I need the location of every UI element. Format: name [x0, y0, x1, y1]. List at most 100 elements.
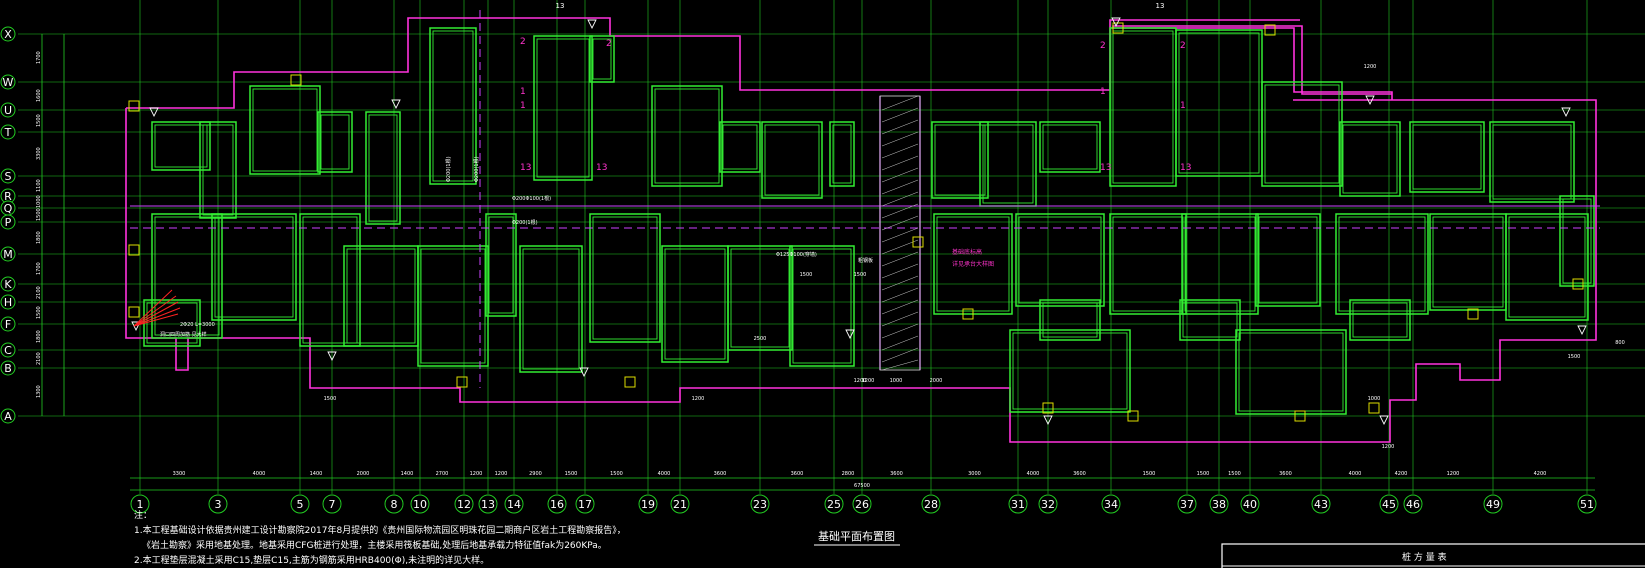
bottom-dimension: 3600	[890, 471, 903, 477]
column-axis-label: 23	[753, 498, 767, 511]
elevation-marker	[1111, 17, 1121, 28]
bottom-dimension: 1400	[401, 471, 414, 477]
section-mark: 2	[520, 37, 526, 47]
row-axis-label: T	[4, 126, 12, 139]
column-axis-bubble	[1403, 494, 1423, 514]
left-dimension: 1300	[36, 385, 42, 398]
local-dimension: 1000	[1368, 396, 1381, 402]
bottom-dimension: 3600	[1279, 471, 1292, 477]
post-cast-strip-rect	[879, 95, 921, 371]
row-axis-label: K	[4, 278, 12, 291]
column-axis-bubble	[852, 494, 872, 514]
column-axis-label: 7	[329, 498, 336, 511]
wall-segment-inner	[146, 302, 198, 344]
row-axis-label: R	[4, 190, 12, 203]
local-dimension: 1500	[324, 396, 337, 402]
wall-segment	[1255, 213, 1321, 307]
wall-segment-inner	[1178, 32, 1260, 174]
bottom-dimension: 3600	[791, 471, 804, 477]
pile-square	[962, 308, 974, 320]
rebar-line	[133, 289, 173, 327]
wall-segment-inner	[1342, 124, 1398, 194]
wall-segment-inner	[368, 114, 398, 222]
rebar-line	[133, 307, 181, 327]
hatch-line	[881, 203, 919, 219]
hatch-line	[881, 143, 919, 159]
wall-segment-inner	[1184, 216, 1256, 312]
left-dimension: 1000	[36, 195, 42, 208]
row-axis-bubble	[0, 246, 16, 262]
wall-segment	[727, 245, 793, 351]
section-mark: 1	[1100, 87, 1106, 97]
local-dimension: 1500	[800, 272, 813, 278]
row-axis-bubble	[0, 342, 16, 358]
wall-segment-inner	[982, 124, 1034, 204]
left-dimension: 3300	[36, 147, 42, 160]
row-axis-bubble	[0, 102, 16, 118]
wall-segment-inner	[1264, 84, 1340, 184]
bottom-dimension: 1200	[495, 471, 508, 477]
wall-segment-inner	[1182, 302, 1238, 338]
column-axis-label: 34	[1104, 498, 1118, 511]
bottom-dimension: 1400	[310, 471, 323, 477]
elevation-marker	[1365, 95, 1375, 106]
column-axis-bubble	[322, 494, 342, 514]
section-mark: 1	[520, 87, 526, 97]
pile-square	[1042, 402, 1054, 414]
wall-segment-inner	[764, 124, 820, 196]
bottom-dimension: 3600	[1073, 471, 1086, 477]
row-axis-bubble	[0, 360, 16, 376]
column-axis-bubble	[638, 494, 658, 514]
pile-square	[1127, 410, 1139, 422]
column-axis-label: 26	[855, 498, 869, 511]
column-axis-label: 1	[137, 498, 144, 511]
wall-segment	[429, 27, 477, 185]
elevation-marker	[1043, 415, 1053, 426]
column-axis-label: 12	[457, 498, 471, 511]
bottom-dimension: 1500	[1228, 471, 1241, 477]
wall-segment	[761, 121, 823, 199]
column-axis-label: 3	[215, 498, 222, 511]
left-dimension: 1600	[36, 89, 42, 102]
local-dimension: 1000	[890, 378, 903, 384]
wall-segment	[249, 85, 321, 175]
wall-segment	[1109, 213, 1187, 315]
bottom-dimension: 4000	[1027, 471, 1040, 477]
column-axis-label: 46	[1406, 498, 1420, 511]
section-mark: 13	[1180, 163, 1191, 173]
pile-square	[912, 236, 924, 248]
top-dimension: 13	[1156, 2, 1165, 10]
column-axis-label: 14	[507, 498, 521, 511]
pipe-annotation: Φ200Φ100(1根)	[512, 195, 551, 202]
wall-segment-inner	[522, 248, 580, 370]
bottom-dimension: 3600	[714, 471, 727, 477]
column-axis-bubble	[1483, 494, 1503, 514]
hatch-line	[881, 299, 919, 315]
local-dimension: 1200	[862, 378, 875, 384]
wall-segment-inner	[1258, 216, 1318, 304]
wall-segment-inner	[1352, 302, 1408, 338]
wall-segment	[211, 213, 297, 321]
wall-segment	[1505, 213, 1589, 321]
hatch-line	[881, 119, 919, 135]
column-axis-bubble	[290, 494, 310, 514]
wall-segment-inner	[346, 248, 416, 344]
bottom-dimension: 1500	[1197, 471, 1210, 477]
column-axis-bubble	[454, 494, 474, 514]
column-axis-bubble	[384, 494, 404, 514]
rebar-annotation: 2Φ20 L=3000	[180, 322, 215, 328]
wall-segment	[589, 35, 615, 83]
rebar-detail	[133, 289, 181, 327]
row-axis-bubble	[0, 294, 16, 310]
wall-segment	[151, 213, 223, 339]
elevation-marker	[845, 329, 855, 340]
bottom-dimension: 3000	[968, 471, 981, 477]
column-axis-label: 43	[1314, 498, 1328, 511]
pile-square	[128, 244, 140, 256]
wall-segment	[533, 35, 593, 181]
bottom-dimension: 2800	[842, 471, 855, 477]
column-axis-bubble	[1101, 494, 1121, 514]
wall-segment-inner	[792, 248, 852, 364]
hatch-line	[881, 335, 919, 351]
